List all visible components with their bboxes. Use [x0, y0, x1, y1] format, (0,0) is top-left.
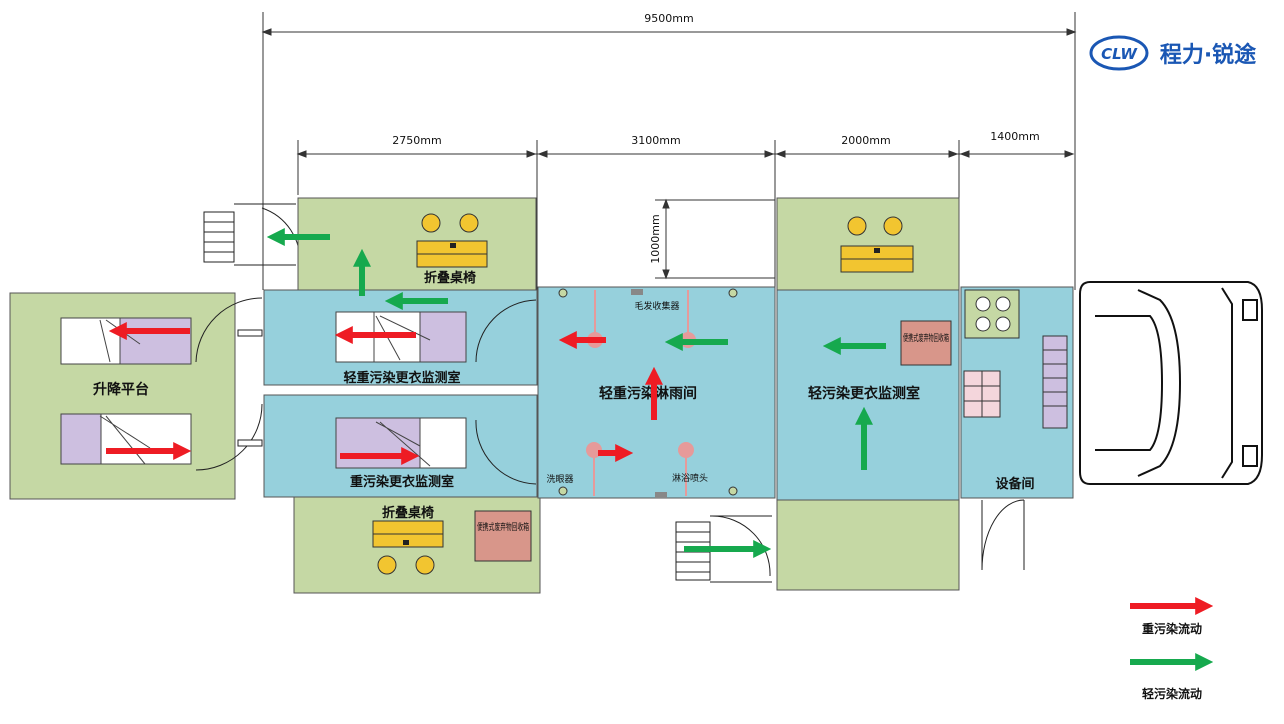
- legend-light-label: 轻污染流动: [1142, 686, 1202, 701]
- lift-platform-beds: [60, 317, 192, 465]
- room-heavy-bottom-label: 重污染更衣监测室: [350, 474, 454, 490]
- room-equipment-label: 设备间: [995, 476, 1034, 492]
- dim-seg3-label: 2000mm: [841, 134, 890, 147]
- folding-table-bottom-label: 折叠桌椅: [382, 505, 434, 521]
- stairs-top-left: [203, 203, 301, 266]
- equipment-fixtures: [963, 289, 1068, 429]
- equipment-door: [981, 499, 1025, 571]
- beds-heavy-rooms: [335, 311, 467, 469]
- area-light-top: [776, 197, 960, 291]
- legend: 重污染流动 轻污染流动: [1130, 597, 1214, 701]
- heavy-flow-arrows: [106, 322, 663, 465]
- shower-head-label: 淋浴喷头: [672, 472, 708, 484]
- brand-logo: CLW 程力·锐途: [1089, 35, 1257, 71]
- room-light-label: 轻污染更衣监测室: [808, 385, 920, 402]
- hair-collector-label: 毛发收集器: [634, 300, 679, 312]
- waste-bin-1: [900, 320, 952, 366]
- dim-seg2-label: 3100mm: [631, 134, 680, 147]
- waste-bin-2: [474, 510, 532, 562]
- folding-table-light: [840, 216, 914, 273]
- folding-table-bottom: [372, 520, 444, 575]
- logo-mark: CLW: [1101, 45, 1138, 63]
- waste-bin-2-label: 便携式废弃物回收箱: [477, 521, 529, 533]
- dim-vertical-label: 1000mm: [649, 214, 662, 263]
- folding-table-top: [416, 213, 488, 268]
- eye-washer-label: 洗眼器: [546, 473, 573, 485]
- dim-seg4-label: 1400mm: [990, 130, 1039, 143]
- area-light-bottom: [776, 499, 960, 591]
- dim-total-label: 9500mm: [644, 12, 693, 25]
- room-lift-platform-label: 升降平台: [93, 381, 149, 398]
- light-flow-arrows: [266, 228, 886, 558]
- dim-seg1-label: 2750mm: [392, 134, 441, 147]
- legend-heavy-label: 重污染流动: [1142, 621, 1202, 636]
- doors-lift: [195, 297, 263, 471]
- waste-bin-1-label: 便携式废弃物回收箱: [903, 332, 949, 344]
- folding-table-top-label: 折叠桌椅: [424, 270, 476, 286]
- logo-brand: 程力·锐途: [1160, 42, 1257, 68]
- truck-cab: [1079, 281, 1263, 485]
- room-shower-label: 轻重污染淋雨间: [599, 385, 697, 402]
- room-heavy-top-label: 轻重污染更衣监测室: [343, 370, 460, 386]
- dimension-lines: [261, 12, 1077, 290]
